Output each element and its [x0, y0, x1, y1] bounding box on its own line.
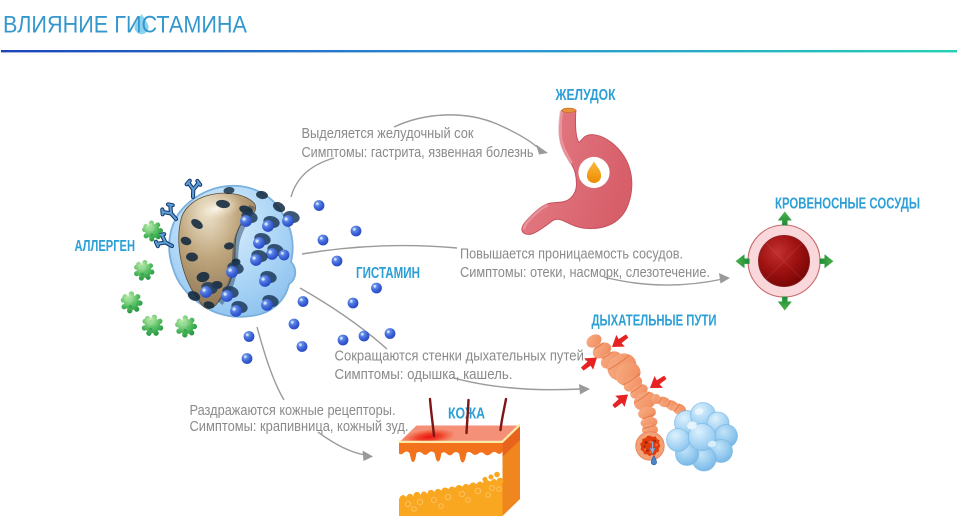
svg-text:ЖЕЛУДОК: ЖЕЛУДОК	[555, 87, 616, 104]
svg-text:Симптомы: одышка, кашель.: Симптомы: одышка, кашель.	[335, 366, 513, 383]
svg-text:Симптомы: отеки, насморк, слез: Симптомы: отеки, насморк, слезотечение.	[460, 264, 710, 281]
svg-text:Раздражаются кожные рецепторы.: Раздражаются кожные рецепторы.	[190, 402, 396, 419]
svg-text:Выделяется желудочный сок: Выделяется желудочный сок	[302, 125, 474, 142]
svg-text:Сокращаются стенки дыхательных: Сокращаются стенки дыхательных путей.	[335, 347, 588, 364]
svg-text:АЛЛЕРГЕН: АЛЛЕРГЕН	[75, 238, 136, 255]
svg-text:ГИСТАМИН: ГИСТАМИН	[356, 265, 420, 282]
svg-text:Симптомы: гастрита, язвенная б: Симптомы: гастрита, язвенная болезнь	[302, 144, 534, 161]
svg-text:Повышается проницаемость сосуд: Повышается проницаемость сосудов.	[460, 246, 683, 263]
svg-text:ВЛИЯНИЕ ГИСТАМИНА: ВЛИЯНИЕ ГИСТАМИНА	[3, 12, 248, 39]
svg-text:ДЫХАТЕЛЬНЫЕ ПУТИ: ДЫХАТЕЛЬНЫЕ ПУТИ	[592, 312, 717, 329]
svg-text:КРОВЕНОСНЫЕ СОСУДЫ: КРОВЕНОСНЫЕ СОСУДЫ	[775, 195, 920, 212]
svg-text:Симптомы: крапивница, кожный з: Симптомы: крапивница, кожный зуд.	[190, 418, 409, 435]
